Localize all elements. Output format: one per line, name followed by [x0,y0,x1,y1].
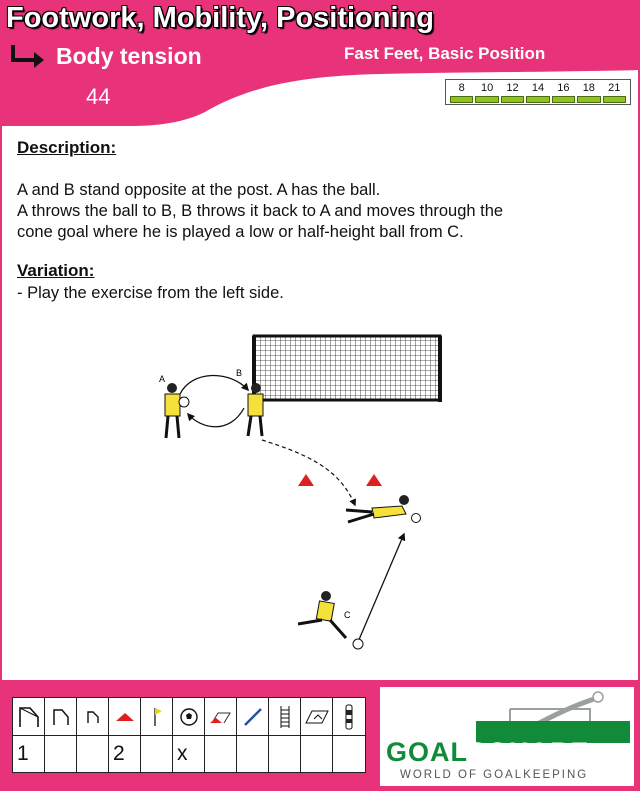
big-goal-icon [13,698,45,736]
equipment-count: 2 [109,736,141,772]
throw-arc-b-to-a [186,407,245,428]
pole-icon [237,698,269,736]
equipment-count [301,736,333,772]
ball [352,638,364,650]
variation-line: - Play the exercise from the left side. [17,284,284,302]
description-heading: Description: [17,138,117,157]
header-background [0,0,640,126]
medium-goal-icon [45,698,77,736]
label-c: C [344,610,351,620]
age-label: 8 [458,82,465,94]
equipment-count [237,736,269,772]
age-bar [450,96,474,103]
description-line: A throws the ball to B, B throws it back… [17,202,504,220]
goalsquare-logo: GOALSQUARE WORLD OF GOALKEEPING [380,687,634,786]
shot-path [357,532,406,643]
age-label: 21 [608,82,621,94]
age-cell: 8 [449,82,474,104]
header: Footwork, Mobility, Positioning Body ten… [0,0,640,130]
exercise-diagram: A B C [159,334,442,650]
age-cell: 21 [602,82,627,104]
age-cell: 14 [525,82,550,104]
age-bar [500,96,525,103]
description-line: A and B stand opposite at the post. A ha… [17,181,381,199]
mat-icon [301,698,333,736]
age-bar [602,96,626,103]
equipment-count: x [173,736,205,772]
age-cell: 18 [576,82,601,104]
flag-icon [141,698,173,736]
equipment-count [269,736,301,772]
cone-left [298,474,314,486]
age-cell: 16 [551,82,576,104]
age-label: 18 [582,82,595,94]
equipment-table: 1 2 x [12,697,366,773]
cone-icon [109,698,141,736]
ladder-icon [269,698,301,736]
age-cell: 10 [474,82,499,104]
age-bar [526,96,550,103]
age-label: 16 [557,82,570,94]
age-bar [551,96,576,103]
topic: Fast Feet, Basic Position [344,44,546,63]
equipment-count [205,736,237,772]
logo-word-left: GOAL [386,737,468,767]
equipment-count [141,736,173,772]
age-bar [475,96,499,103]
dummy-icon [333,698,365,736]
variation-heading: Variation: [17,261,95,280]
goal [252,334,442,402]
equipment-count [45,736,77,772]
run-path [261,439,357,507]
throw-arc-a-to-b [179,374,250,395]
label-a: A [159,374,165,384]
age-bar [577,96,601,103]
subtopic-arrow-icon [11,45,44,68]
label-b: B [236,368,242,378]
age-label: 10 [481,82,494,94]
age-label: 12 [506,82,519,94]
player-c [297,591,348,639]
exercise-number: 44 [86,84,111,109]
diving-keeper [345,495,421,524]
logo-tagline: WORLD OF GOALKEEPING [400,769,589,781]
keeper-logo-icon [476,691,630,743]
logo-wordmark: GOALSQUARE [386,737,590,768]
description-line: cone goal where he is played a low or ha… [17,223,464,241]
ball-icon [173,698,205,736]
logo-word-right: SQUARE [468,737,590,767]
subtitle: Body tension [56,43,202,69]
age-label: 14 [531,82,545,94]
hurdle-icon [205,698,237,736]
player-b [246,383,264,437]
equipment-count [77,736,109,772]
player-a [164,383,190,439]
equipment-count: 1 [13,736,45,772]
age-cell: 12 [500,82,525,104]
age-scale: 8 10 12 14 16 18 21 [445,79,631,105]
page-title: Footwork, Mobility, Positioning [6,2,434,34]
equipment-count [333,736,365,772]
small-goal-icon [77,698,109,736]
cone-right [366,474,382,486]
